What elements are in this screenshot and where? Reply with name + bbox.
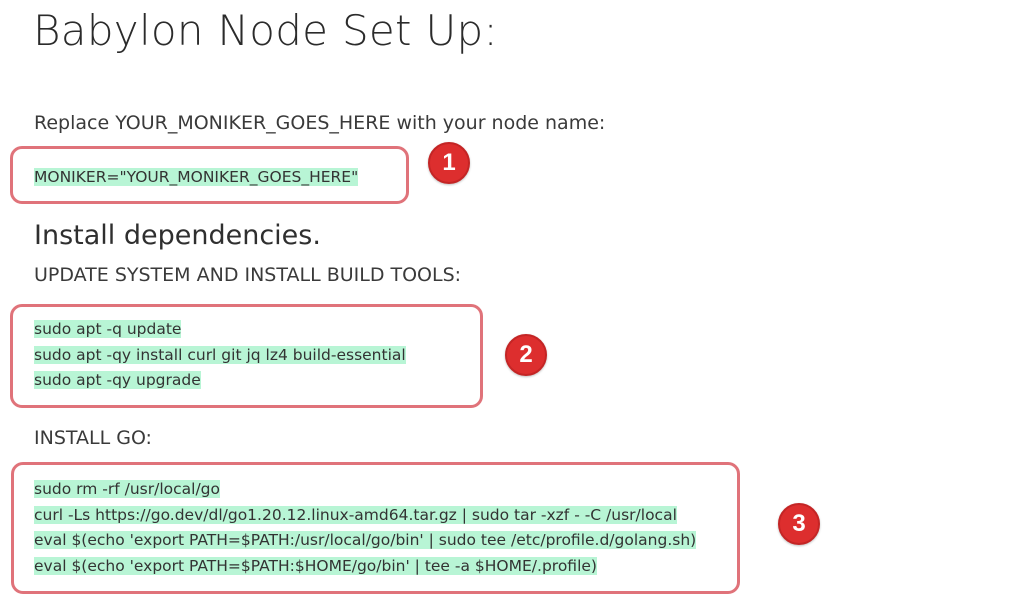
- moniker-callout-box: [10, 146, 409, 204]
- code-line: sudo apt -qy install curl git jq lz4 bui…: [34, 345, 406, 364]
- update-code-block: sudo apt -q update sudo apt -qy install …: [34, 317, 406, 394]
- moniker-instruction: Replace YOUR_MONIKER_GOES_HERE with your…: [34, 112, 606, 134]
- step-badge-2: 2: [505, 334, 547, 376]
- go-callout-box: [11, 462, 740, 594]
- go-code-block: sudo rm -rf /usr/local/go curl -Ls https…: [34, 477, 697, 579]
- page-title: Babylon Node Set Up:: [33, 6, 498, 55]
- code-line: MONIKER="YOUR_MONIKER_GOES_HERE": [34, 168, 359, 186]
- code-line: sudo apt -qy upgrade: [34, 371, 201, 389]
- code-line: eval $(echo 'export PATH=$PATH:$HOME/go/…: [34, 556, 597, 575]
- update-callout-box: [10, 304, 483, 408]
- code-line: sudo apt -q update: [34, 320, 182, 338]
- section-heading-dependencies: Install dependencies.: [34, 220, 321, 251]
- moniker-code-block: MONIKER="YOUR_MONIKER_GOES_HERE": [34, 165, 359, 191]
- code-line: eval $(echo 'export PATH=$PATH:/usr/loca…: [34, 531, 697, 549]
- code-line: curl -Ls https://go.dev/dl/go1.20.12.lin…: [34, 505, 677, 524]
- step-badge-1: 1: [428, 142, 470, 184]
- code-line: sudo rm -rf /usr/local/go: [34, 480, 220, 498]
- step-badge-3: 3: [778, 503, 820, 545]
- install-go-label: INSTALL GO:: [34, 427, 152, 449]
- update-system-label: UPDATE SYSTEM AND INSTALL BUILD TOOLS:: [34, 264, 462, 286]
